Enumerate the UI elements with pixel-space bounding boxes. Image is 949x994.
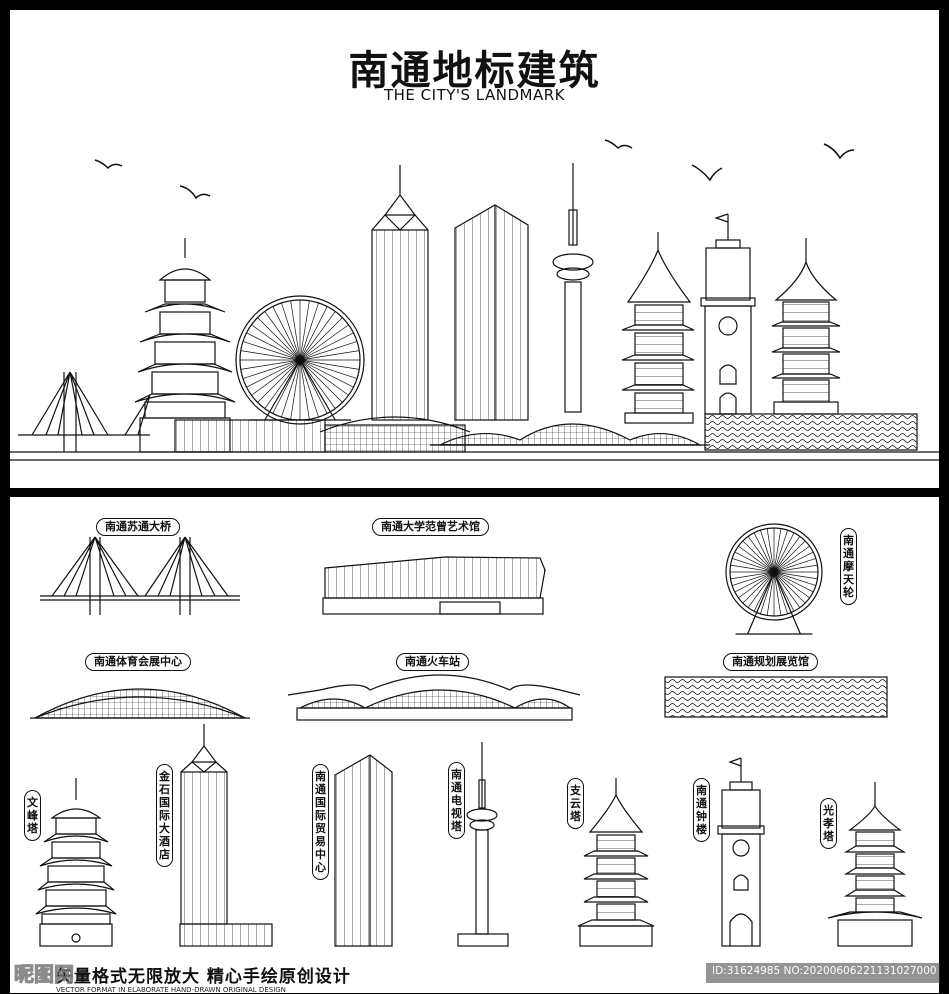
planning-hall bbox=[704, 413, 918, 451]
pagoda-icon bbox=[827, 782, 923, 947]
label-bridge: 南通苏通大桥 bbox=[96, 518, 180, 536]
pagoda-icon bbox=[35, 778, 117, 947]
bridge-icon bbox=[40, 536, 240, 615]
image-id: ID:31624985 NO:20200606221131027000 bbox=[712, 965, 937, 977]
hotel-tower bbox=[371, 165, 429, 421]
train-station bbox=[287, 674, 581, 721]
ferris-wheel-icon bbox=[725, 523, 823, 635]
label-clock-tower: 南通钟楼 bbox=[693, 778, 710, 842]
page-title: 南通地标建筑 bbox=[348, 48, 601, 94]
label-trade-center: 南通国际贸易中心 bbox=[312, 764, 329, 880]
label-expo-center: 南通体育会展中心 bbox=[85, 653, 191, 671]
low-buildings bbox=[174, 416, 471, 453]
trade-tower bbox=[454, 204, 529, 421]
label-art-museum: 南通大学范曾艺术馆 bbox=[372, 518, 489, 536]
label-wenfeng-tower: 文峰塔 bbox=[24, 790, 41, 841]
watermark-logo: 昵图网 bbox=[14, 962, 75, 987]
pagoda-icon bbox=[134, 238, 236, 453]
art-museum bbox=[322, 556, 546, 615]
pagoda-icon bbox=[771, 238, 841, 415]
label-train-station: 南通火车站 bbox=[396, 653, 469, 671]
label-guangxiao-tower: 光孝塔 bbox=[820, 798, 837, 849]
bird-icon bbox=[94, 139, 855, 200]
label-zhiyun-tower: 支云塔 bbox=[567, 778, 584, 829]
pagoda-icon bbox=[577, 778, 655, 947]
id-bar bbox=[706, 963, 940, 983]
label-planning-hall: 南通规划展览馆 bbox=[723, 653, 818, 671]
tagline: 矢量格式无限放大 精心手绘原创设计 bbox=[56, 967, 351, 987]
tagline-english: VECTOR FORMAT IN ELABORATE HAND-DRAWN OR… bbox=[56, 986, 286, 994]
clock-icon bbox=[717, 757, 765, 947]
label-ferris-wheel: 南通摩天轮 bbox=[840, 528, 857, 605]
expo-center bbox=[30, 688, 250, 719]
planning-hall bbox=[664, 676, 888, 718]
hotel-tower bbox=[179, 724, 273, 947]
bridge-icon bbox=[31, 371, 151, 452]
tower-icon bbox=[457, 742, 509, 947]
tower-icon bbox=[552, 163, 594, 413]
page-subtitle: THE CITY'S LANDMARK bbox=[383, 86, 566, 104]
label-tv-tower: 南通电视塔 bbox=[448, 762, 465, 839]
pagoda-icon bbox=[621, 232, 695, 424]
clock-icon bbox=[700, 213, 756, 415]
label-jinshi-hotel: 金石国际大酒店 bbox=[156, 764, 173, 867]
station-roof bbox=[430, 423, 710, 446]
trade-tower bbox=[334, 754, 393, 947]
ferris-wheel-icon bbox=[235, 295, 365, 425]
